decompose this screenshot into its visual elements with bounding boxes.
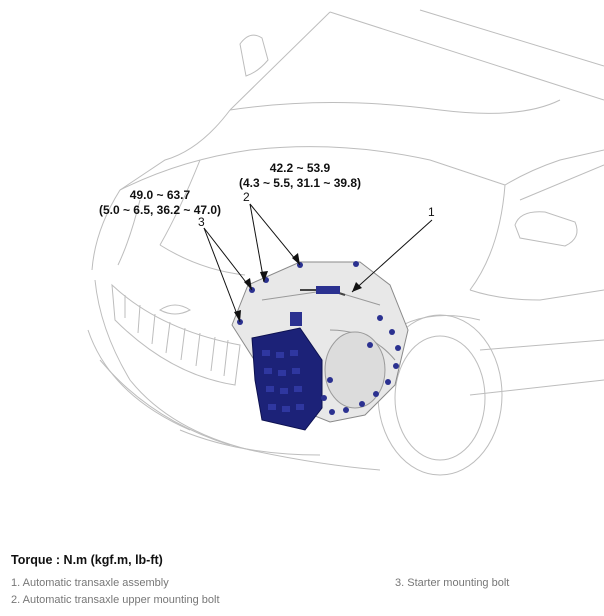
car-body-outline xyxy=(87,9,604,471)
starter-bolt-torque-nm: 49.0 ~ 63.7 xyxy=(129,188,191,202)
starter-mounting-bolt-torque: 49.0 ~ 63.7 (5.0 ~ 6.5, 36.2 ~ 47.0) xyxy=(88,188,232,218)
leader-lines xyxy=(203,203,433,323)
marker-2: 2 xyxy=(243,190,250,204)
starter-bolt-torque-alt: (5.0 ~ 6.5, 36.2 ~ 47.0) xyxy=(98,203,222,217)
upper-mounting-bolt-torque: 42.2 ~ 53.9 (4.3 ~ 5.5, 31.1 ~ 39.8) xyxy=(230,161,370,191)
upper-bolt-torque-alt: (4.3 ~ 5.5, 31.1 ~ 39.8) xyxy=(238,176,362,190)
marker-1: 1 xyxy=(428,205,435,219)
valve-body-cover xyxy=(251,327,323,431)
marker-3: 3 xyxy=(198,215,205,229)
legend-item-3: 3. Starter mounting bolt xyxy=(395,577,510,589)
side-mirror xyxy=(239,34,578,247)
upper-bolt-torque-nm: 42.2 ~ 53.9 xyxy=(269,161,331,175)
legend-item-1: 1. Automatic transaxle assembly xyxy=(11,577,169,589)
front-grille xyxy=(111,283,241,386)
legend-item-2: 2. Automatic transaxle upper mounting bo… xyxy=(11,594,220,606)
vehicle-engine-bay-illustration xyxy=(87,9,604,476)
torque-units-title: Torque : N.m (kgf.m, lb-ft) xyxy=(11,553,163,567)
bumper-detail xyxy=(99,244,321,456)
leader-arrowheads xyxy=(234,253,362,322)
